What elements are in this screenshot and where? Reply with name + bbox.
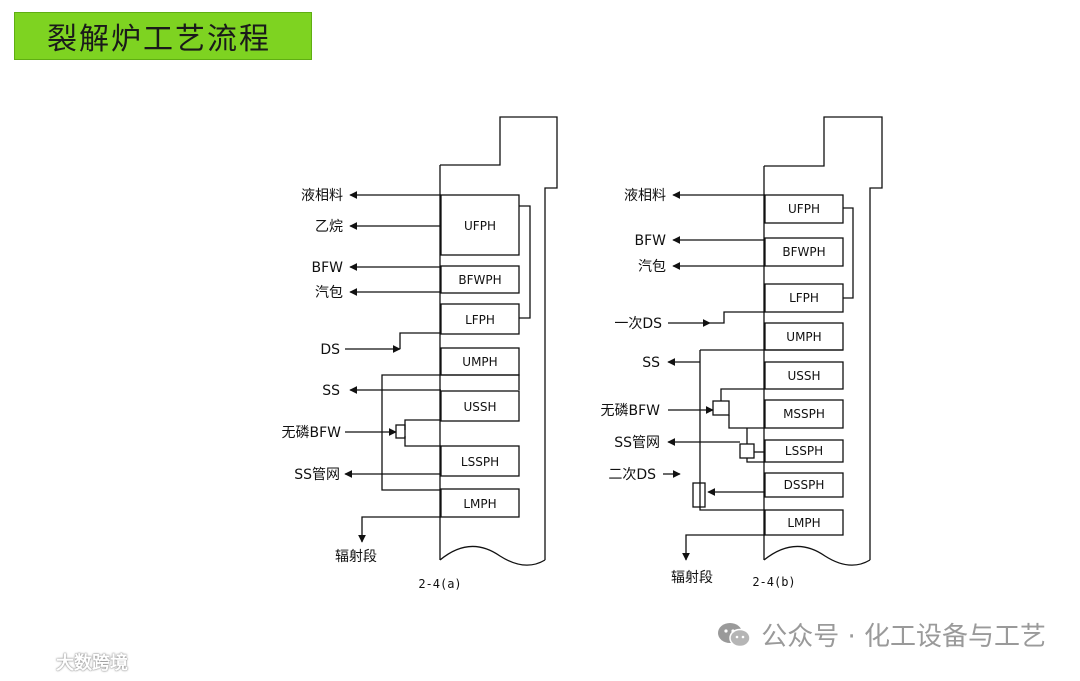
mixer-b1 <box>712 400 730 416</box>
block-label: LFPH <box>789 291 819 305</box>
ds1-line-b <box>710 311 765 324</box>
block-ussh-b <box>764 361 844 390</box>
block-dssph-b <box>764 472 844 498</box>
caption-a: 2-4(a) <box>418 577 461 591</box>
diagram-a-text: UFPH BFWPH LFPH UMPH USSH LSSPH LMPH 液相料… <box>282 188 502 591</box>
stream-label: SS管网 <box>294 467 340 483</box>
block-lmph-b <box>764 509 844 536</box>
mix1-up-b <box>720 388 765 401</box>
logo-icon <box>10 655 47 670</box>
block-label: LFPH <box>465 313 495 327</box>
ss-loop-a <box>381 374 520 491</box>
stream-label: 乙烷 <box>315 219 343 235</box>
block-ufph-a <box>440 194 520 256</box>
stream-label: DS <box>320 342 340 358</box>
stream-label: 汽包 <box>638 259 666 275</box>
stream-label: 无磷BFW <box>282 425 342 441</box>
stream-label: SS <box>322 383 340 399</box>
furnace-wall-right-b <box>764 116 883 560</box>
furnace-bottom-a <box>439 545 546 566</box>
mix2-down-b <box>746 458 765 463</box>
mix1-down-b <box>728 415 765 429</box>
stream-label: 液相料 <box>301 188 343 204</box>
block-label: LMPH <box>787 516 820 530</box>
block-label: DSSPH <box>784 478 825 492</box>
stream-label: BFW <box>312 260 344 276</box>
bfw-mix-up-a <box>404 419 441 430</box>
mixer-b3 <box>692 482 706 508</box>
ss-loop-b <box>699 350 765 511</box>
ufph-lfph-link-b <box>843 207 854 299</box>
block-mssph-b <box>764 399 844 429</box>
watermark-text: 公众号 · 化工设备与工艺 <box>761 622 1046 652</box>
bfw-mix-down-a <box>404 436 441 447</box>
diagram-b <box>663 116 883 566</box>
page-title: 裂解炉工艺流程 <box>14 12 312 60</box>
furnace-bottom-b <box>763 545 871 566</box>
block-label: UFPH <box>464 219 496 233</box>
block-bfwph-a <box>440 265 520 294</box>
block-label: LSSPH <box>461 455 499 469</box>
block-lfph-a <box>440 303 520 335</box>
stream-label: BFW <box>635 233 667 249</box>
block-label: UFPH <box>788 202 820 216</box>
stream-label: 液相料 <box>624 188 666 204</box>
block-label: BFWPH <box>458 273 501 287</box>
stream-label: 一次DS <box>614 316 662 332</box>
block-label: LSSPH <box>785 444 823 458</box>
stream-label: SS <box>642 355 660 371</box>
block-label: BFWPH <box>782 245 825 259</box>
wechat-watermark: 公众号 · 化工设备与工艺 <box>717 616 1046 653</box>
stream-label: 辐射段 <box>335 549 377 565</box>
wechat-icon <box>718 622 751 647</box>
block-label: UMPH <box>462 355 497 369</box>
arrow-radiant-a <box>358 516 441 543</box>
ufph-lfph-link-a <box>519 205 531 319</box>
block-lmph-a <box>440 488 520 518</box>
corner-mark-text: 大数跨境 <box>56 653 128 674</box>
diagram-a <box>344 116 558 566</box>
caption-b: 2-4(b) <box>752 575 795 589</box>
stream-label: 汽包 <box>315 285 343 301</box>
block-label: MSSPH <box>783 407 825 421</box>
stream-label: SS管网 <box>614 435 660 451</box>
stream-label: 辐射段 <box>671 570 713 586</box>
block-lssph-a <box>440 445 520 477</box>
arrow-radiant-b <box>682 534 765 561</box>
block-label: USSH <box>787 369 820 383</box>
block-ussh-a <box>440 390 520 422</box>
block-lssph-b <box>764 439 844 463</box>
block-label: USSH <box>463 400 496 414</box>
mixer-b2 <box>739 443 755 459</box>
block-ufph-b <box>764 194 844 224</box>
stream-label: 无磷BFW <box>601 403 661 419</box>
stream-label: 二次DS <box>608 467 656 483</box>
diagram-b-text: UFPH BFWPH LFPH UMPH USSH MSSPH LSSPH DS… <box>601 188 826 589</box>
ds-line-a <box>399 332 441 349</box>
mixer-a <box>395 424 406 439</box>
block-label: LMPH <box>463 497 496 511</box>
block-label: UMPH <box>786 330 821 344</box>
block-bfwph-b <box>764 237 844 267</box>
corner-watermark: 大数跨境 <box>8 649 128 675</box>
furnace-wall-right-a <box>440 116 558 560</box>
